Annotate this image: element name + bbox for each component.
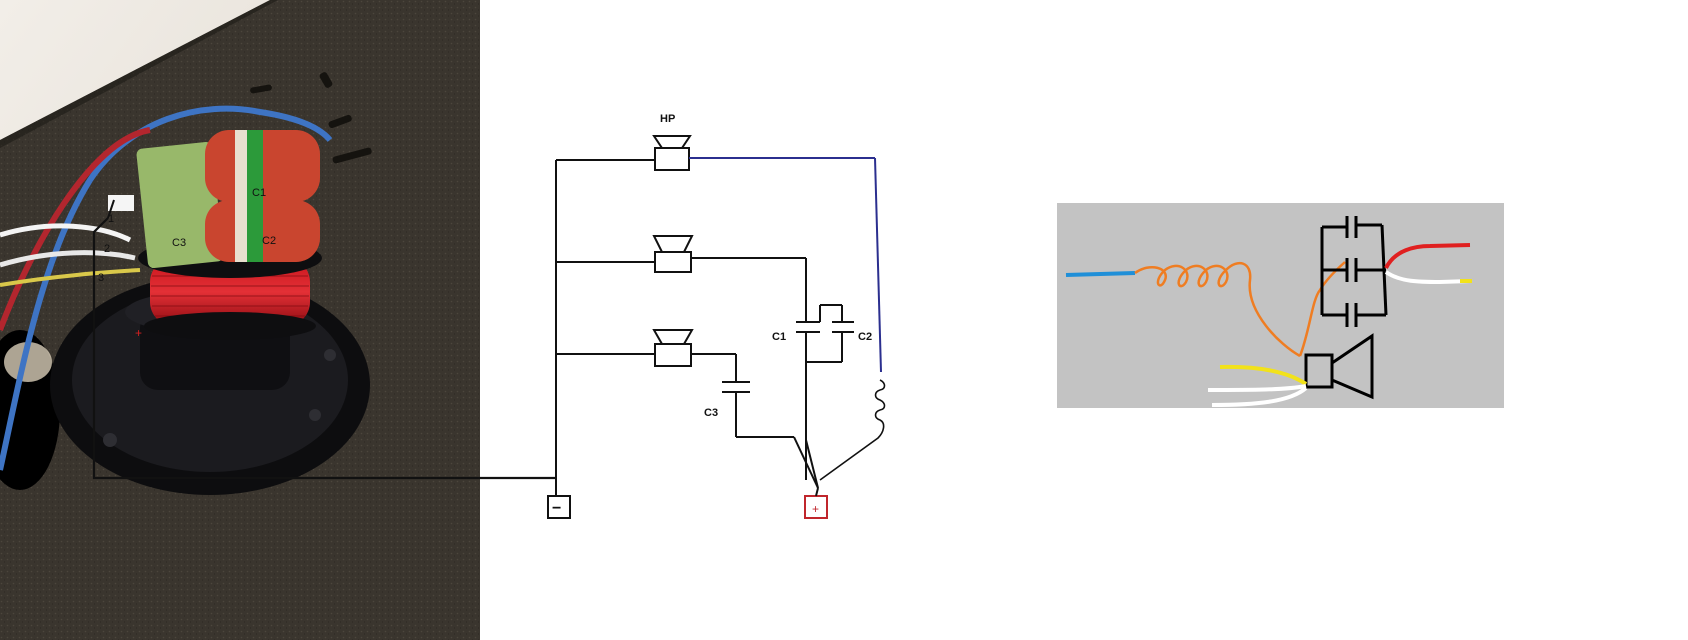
photo-wire-number-1: 1 (108, 213, 114, 225)
inset-blue-wire (1065, 271, 1136, 277)
speaker-icon-hp (652, 135, 692, 171)
capacitor-icon-c1-c2 (796, 304, 854, 363)
blue-wire-photo (0, 105, 333, 471)
schematic (547, 135, 886, 519)
schematic-label-c2: C2 (858, 331, 872, 343)
wiring-inset (1057, 203, 1504, 408)
photo-wire-number-3: 3 (98, 272, 104, 284)
photo-minus-trace (92, 217, 555, 480)
minus-terminal (547, 495, 571, 519)
photo-label-c3: C3 (172, 237, 186, 249)
capacitor-icon-c3 (722, 381, 750, 393)
plus-terminal-label: + (812, 502, 819, 516)
photo-label-c2: C2 (262, 235, 276, 247)
photo-plus-mark: + (135, 326, 142, 340)
screws (250, 72, 372, 164)
inset-capacitor-icon (1320, 216, 1388, 327)
speaker-icon-low (652, 329, 694, 367)
photo-panel: C1 C2 C3 1 2 3 + (0, 0, 555, 640)
schematic-label-c3: C3 (704, 407, 718, 419)
photo-label-c1: C1 (252, 187, 266, 199)
speaker-icon-mid (652, 235, 694, 273)
capacitors-c1-c2-photo (205, 130, 320, 262)
inductor-coil-photo (138, 238, 322, 340)
inset-red-wire (1384, 243, 1471, 270)
inset-speaker-icon (1304, 333, 1374, 400)
capacitor-c3-photo (136, 141, 224, 269)
inset-yellow-wire (1219, 364, 1308, 386)
inset-inductor-icon (1134, 261, 1301, 358)
photo-wire-number-2: 2 (104, 243, 110, 255)
minus-terminal-label: − (552, 500, 561, 517)
schematic-label-hp: HP (660, 113, 675, 125)
inductor-icon (819, 379, 886, 481)
schematic-label-c1: C1 (772, 331, 786, 343)
